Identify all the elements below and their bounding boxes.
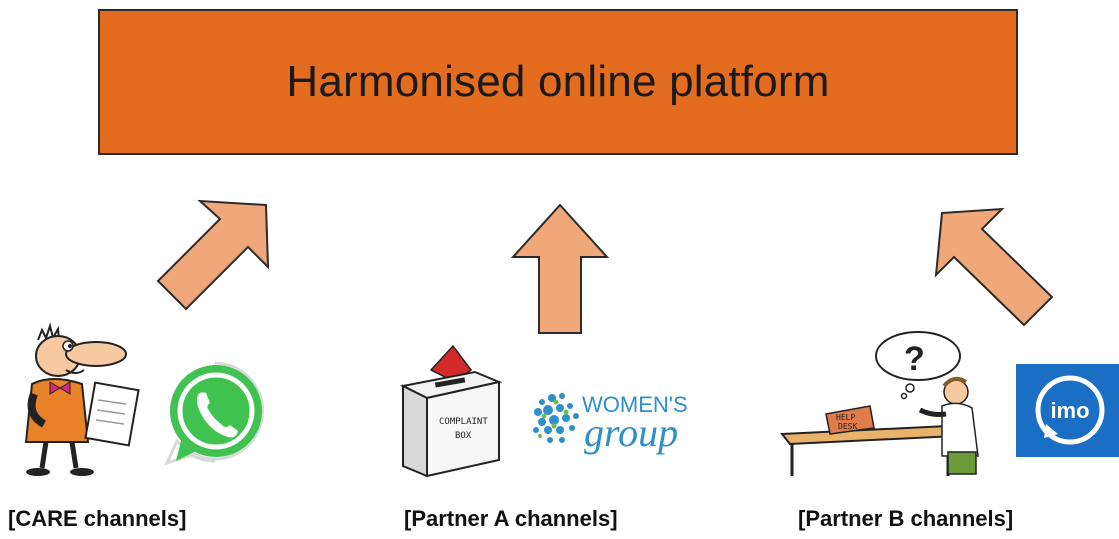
help-desk-line2: DESK: [838, 422, 857, 431]
womens-group-line2: group: [584, 410, 678, 455]
partner-a-channels-label: [Partner A channels]: [404, 506, 618, 531]
imo-text: imo: [1050, 398, 1089, 423]
complaint-box-line1: COMPLAINT: [439, 417, 488, 427]
person-with-clipboard-icon: [24, 322, 140, 476]
platform-title: Harmonised online platform: [286, 57, 830, 106]
complaint-box-line2: BOX: [455, 431, 472, 441]
womens-group-line1: WOMEN'S: [582, 392, 688, 417]
platform-box: Harmonised online platform: [98, 9, 1018, 155]
whatsapp-icon: [164, 361, 264, 466]
question-mark-icon: ?: [904, 340, 925, 378]
partner-b-channels-label: [Partner B channels]: [798, 506, 1014, 531]
imo-icon: imo: [1016, 364, 1119, 457]
arrow-up-right: [156, 199, 270, 311]
womens-group-logo: WOMEN'S group: [533, 392, 688, 455]
care-channels-label: [CARE channels]: [8, 506, 187, 531]
help-desk-line1: HELP: [836, 413, 855, 422]
complaint-box-icon: COMPLAINT BOX: [399, 344, 503, 478]
help-desk-icon: ? HELP DESK: [779, 331, 979, 476]
arrow-up: [510, 203, 610, 334]
arrow-up-left: [934, 207, 1054, 327]
